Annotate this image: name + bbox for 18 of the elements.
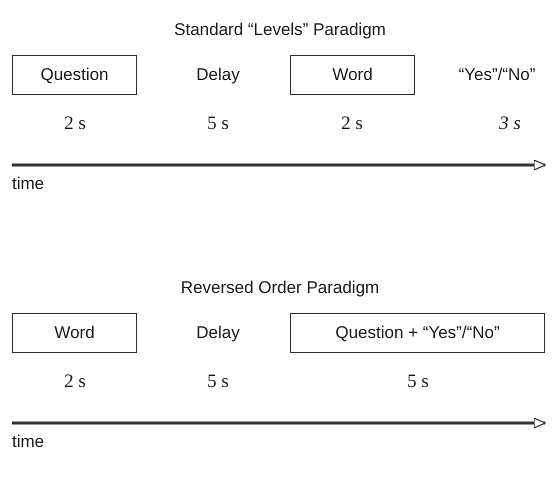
duration-label: 5 s	[407, 371, 429, 393]
duration-label: 2 s	[341, 113, 363, 135]
duration-label: 5 s	[207, 371, 229, 393]
phase-label: Delay	[196, 65, 240, 85]
duration-label: 3 s	[499, 113, 521, 135]
paradigm-heading: Standard “Levels” Paradigm	[174, 20, 386, 40]
axis-label: time	[12, 174, 44, 194]
phase-label: “Yes”/“No”	[458, 65, 536, 85]
stimulus-box: Question + “Yes”/“No”	[290, 313, 545, 353]
paradigm-heading: Reversed Order Paradigm	[180, 278, 380, 298]
stimulus-box: Word	[12, 313, 137, 353]
stimulus-box: Question	[12, 55, 137, 95]
duration-label: 2 s	[64, 113, 86, 135]
duration-label: 5 s	[207, 113, 229, 135]
stimulus-box: Word	[290, 55, 415, 95]
axis-label: time	[12, 432, 44, 452]
phase-label: Delay	[196, 323, 240, 343]
duration-label: 2 s	[64, 371, 86, 393]
